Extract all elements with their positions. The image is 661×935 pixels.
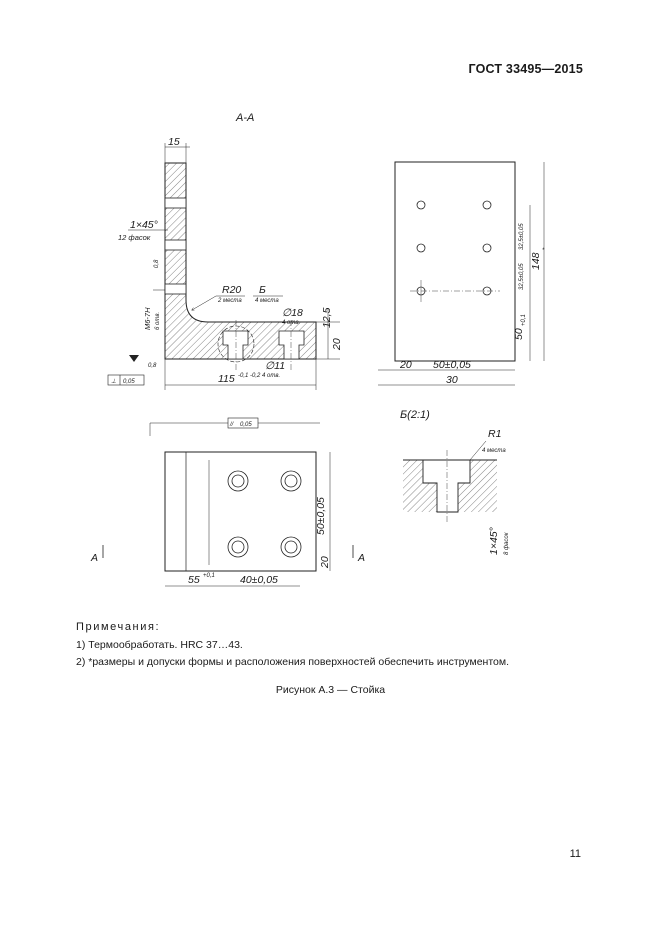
hole	[416, 200, 426, 210]
counterbore-hole	[278, 330, 305, 360]
hole	[482, 200, 492, 210]
base-mark-icon	[129, 355, 139, 362]
detail-ref: Б	[259, 284, 266, 296]
thread-hole	[164, 197, 187, 209]
dim-55-tol: +0,1	[203, 573, 215, 579]
radius-label: R20	[222, 284, 241, 296]
thread-count: 6 отв.	[155, 312, 161, 330]
thread-hole	[164, 239, 187, 251]
detail-chamfer-count: 8 фасок	[504, 531, 510, 555]
dim-20-plan: 20	[319, 556, 331, 569]
plan-view: // 0,05 50±0,05 20 55 +0,1 40±0,05 А А	[90, 417, 365, 587]
chamfer-count: 12 фасок	[118, 233, 151, 242]
technical-drawing: А-А 15 1×45° 12 фасок 0,8 M6-7H 6 отв. R…	[90, 112, 545, 587]
hole	[227, 536, 249, 558]
figure-caption: Рисунок А.3 — Стойка	[275, 684, 386, 696]
section-aa-label: А-А	[235, 112, 254, 124]
hole-small: ∅11	[265, 360, 285, 372]
dim-15: 15	[168, 136, 180, 148]
detail-b-label: Б(2:1)	[400, 409, 430, 421]
detail-radius: R1	[488, 428, 501, 440]
plan-outline	[164, 451, 317, 572]
parallel-tolerance-frame	[227, 417, 259, 429]
hole-large: ∅18	[282, 307, 303, 319]
thread-label: M6-7H	[143, 307, 152, 330]
dim-325-b: 32,5±0,05	[519, 263, 525, 290]
roughness-side: 0,8	[154, 259, 160, 268]
plate-outline	[394, 161, 516, 362]
dim-115: 115	[218, 373, 235, 385]
section-body	[164, 162, 317, 360]
perp-symbol: ⊥	[111, 378, 116, 385]
hole	[280, 536, 302, 558]
hole-small-count: 4 отв.	[262, 373, 280, 379]
notes-title: Примечания:	[76, 621, 161, 633]
detail-radius-count: 4 места	[482, 448, 506, 454]
standard-header: ГОСТ 33495—2015	[468, 62, 583, 76]
section-aa: А-А 15 1×45° 12 фасок 0,8 M6-7H 6 отв. R…	[107, 112, 343, 390]
roughness-base: 0,8	[148, 363, 157, 369]
perp-value: 0,05	[123, 379, 135, 385]
dim-50-005-plan: 50±0,05	[315, 497, 327, 535]
detail-hole	[422, 459, 471, 513]
detail-b: Б(2:1) R1 4 места 1×45° 8 фасок	[400, 409, 510, 555]
counterbore-hole	[222, 330, 249, 360]
hole	[280, 470, 302, 492]
section-mark-left: А	[90, 552, 98, 564]
perp-tolerance-frame	[107, 374, 145, 386]
dim-50: 50	[513, 328, 525, 340]
detail-count: 4 места	[255, 298, 279, 304]
dim-148-tol: *	[542, 248, 545, 254]
dim-50-tol: +0,1	[521, 314, 527, 326]
dim-20-right: 20	[399, 359, 412, 371]
hole	[416, 243, 426, 253]
note-item: 1) Термообработать. HRC 37…43.	[76, 639, 243, 651]
dim-125: 12,5	[321, 307, 333, 328]
dim-148: 148	[530, 252, 542, 270]
page-number: 11	[569, 848, 581, 860]
right-view: 32,5±0,05 32,5±0,05 148 * 50 +0,1 20 50±…	[378, 161, 545, 386]
chamfer-label: 1×45°	[130, 219, 158, 231]
dim-30: 30	[446, 374, 458, 386]
hole	[482, 243, 492, 253]
dim-325-a: 32,5±0,05	[519, 223, 525, 250]
hole	[227, 470, 249, 492]
dim-20-section: 20	[331, 338, 343, 351]
note-item: 2) *размеры и допуски формы и расположен…	[76, 656, 510, 668]
parallel-value: 0,05	[240, 422, 252, 428]
hole-large-count: 4 отв.	[282, 320, 300, 326]
section-mark-right: А	[357, 552, 365, 564]
dim-115-tol: -0,1 -0,2	[238, 373, 261, 379]
thread-hole	[164, 283, 187, 295]
dim-40: 40±0,05	[240, 574, 278, 586]
detail-chamfer: 1×45°	[488, 527, 500, 555]
radius-count: 2 места	[217, 298, 242, 304]
parallel-symbol: //	[229, 422, 235, 428]
dim-50-005-right: 50±0,05	[433, 359, 471, 371]
dim-55: 55	[188, 574, 200, 586]
